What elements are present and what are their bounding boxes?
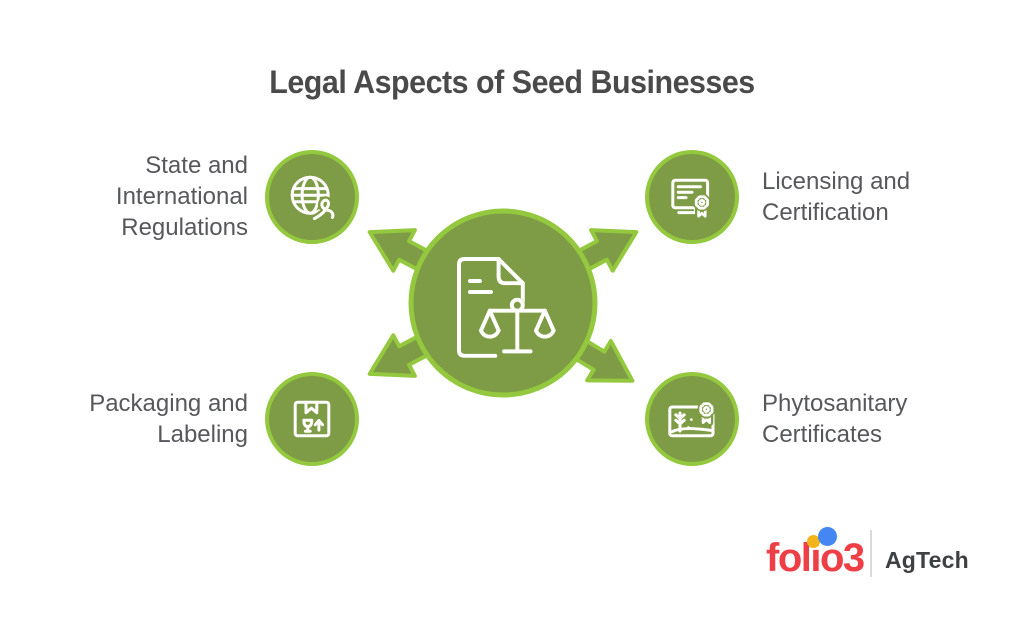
logo-yellow-dot-icon (807, 535, 820, 548)
label-state-international-regulations: State and International Regulations (40, 150, 248, 243)
label-line: Certification (762, 199, 889, 226)
node-licensing-certification (645, 150, 739, 244)
node-packaging-labeling (265, 372, 359, 466)
arrow-lower-right-icon (530, 306, 647, 403)
label-line: Regulations (121, 214, 248, 241)
certificate-icon (671, 178, 711, 220)
page-title: Legal Aspects of Seed Businesses (269, 64, 755, 100)
label-phytosanitary-certificates: Phytosanitary Certificates (762, 388, 992, 450)
arrow-upper-left-icon (359, 212, 472, 301)
arrow-upper-right-icon (535, 212, 648, 301)
label-packaging-labeling: Packaging and Labeling (40, 388, 248, 450)
node-state-international-regulations (265, 150, 359, 244)
agtech-wordmark: AgTech (885, 547, 969, 573)
center-circle (408, 208, 598, 398)
label-line: International (115, 183, 248, 210)
globe-icon (290, 175, 337, 223)
label-line: State and (145, 152, 248, 179)
package-icon (293, 400, 331, 438)
logo-blue-dot-icon (818, 527, 837, 546)
label-line: Labeling (157, 421, 248, 448)
label-licensing-certification: Licensing and Certification (762, 166, 992, 228)
label-line: Phytosanitary (762, 390, 908, 417)
label-line: Packaging and (89, 390, 248, 417)
label-line: Licensing and (762, 168, 911, 195)
folio3-agtech-logo: folio3 AgTech (766, 526, 996, 586)
node-phytosanitary-certificates (645, 372, 739, 466)
label-line: Certificates (762, 421, 883, 448)
logo-divider (870, 530, 872, 577)
arrow-lower-left-icon (359, 305, 472, 394)
plant-certificate-icon (668, 400, 716, 438)
document-scales-icon (457, 257, 560, 358)
